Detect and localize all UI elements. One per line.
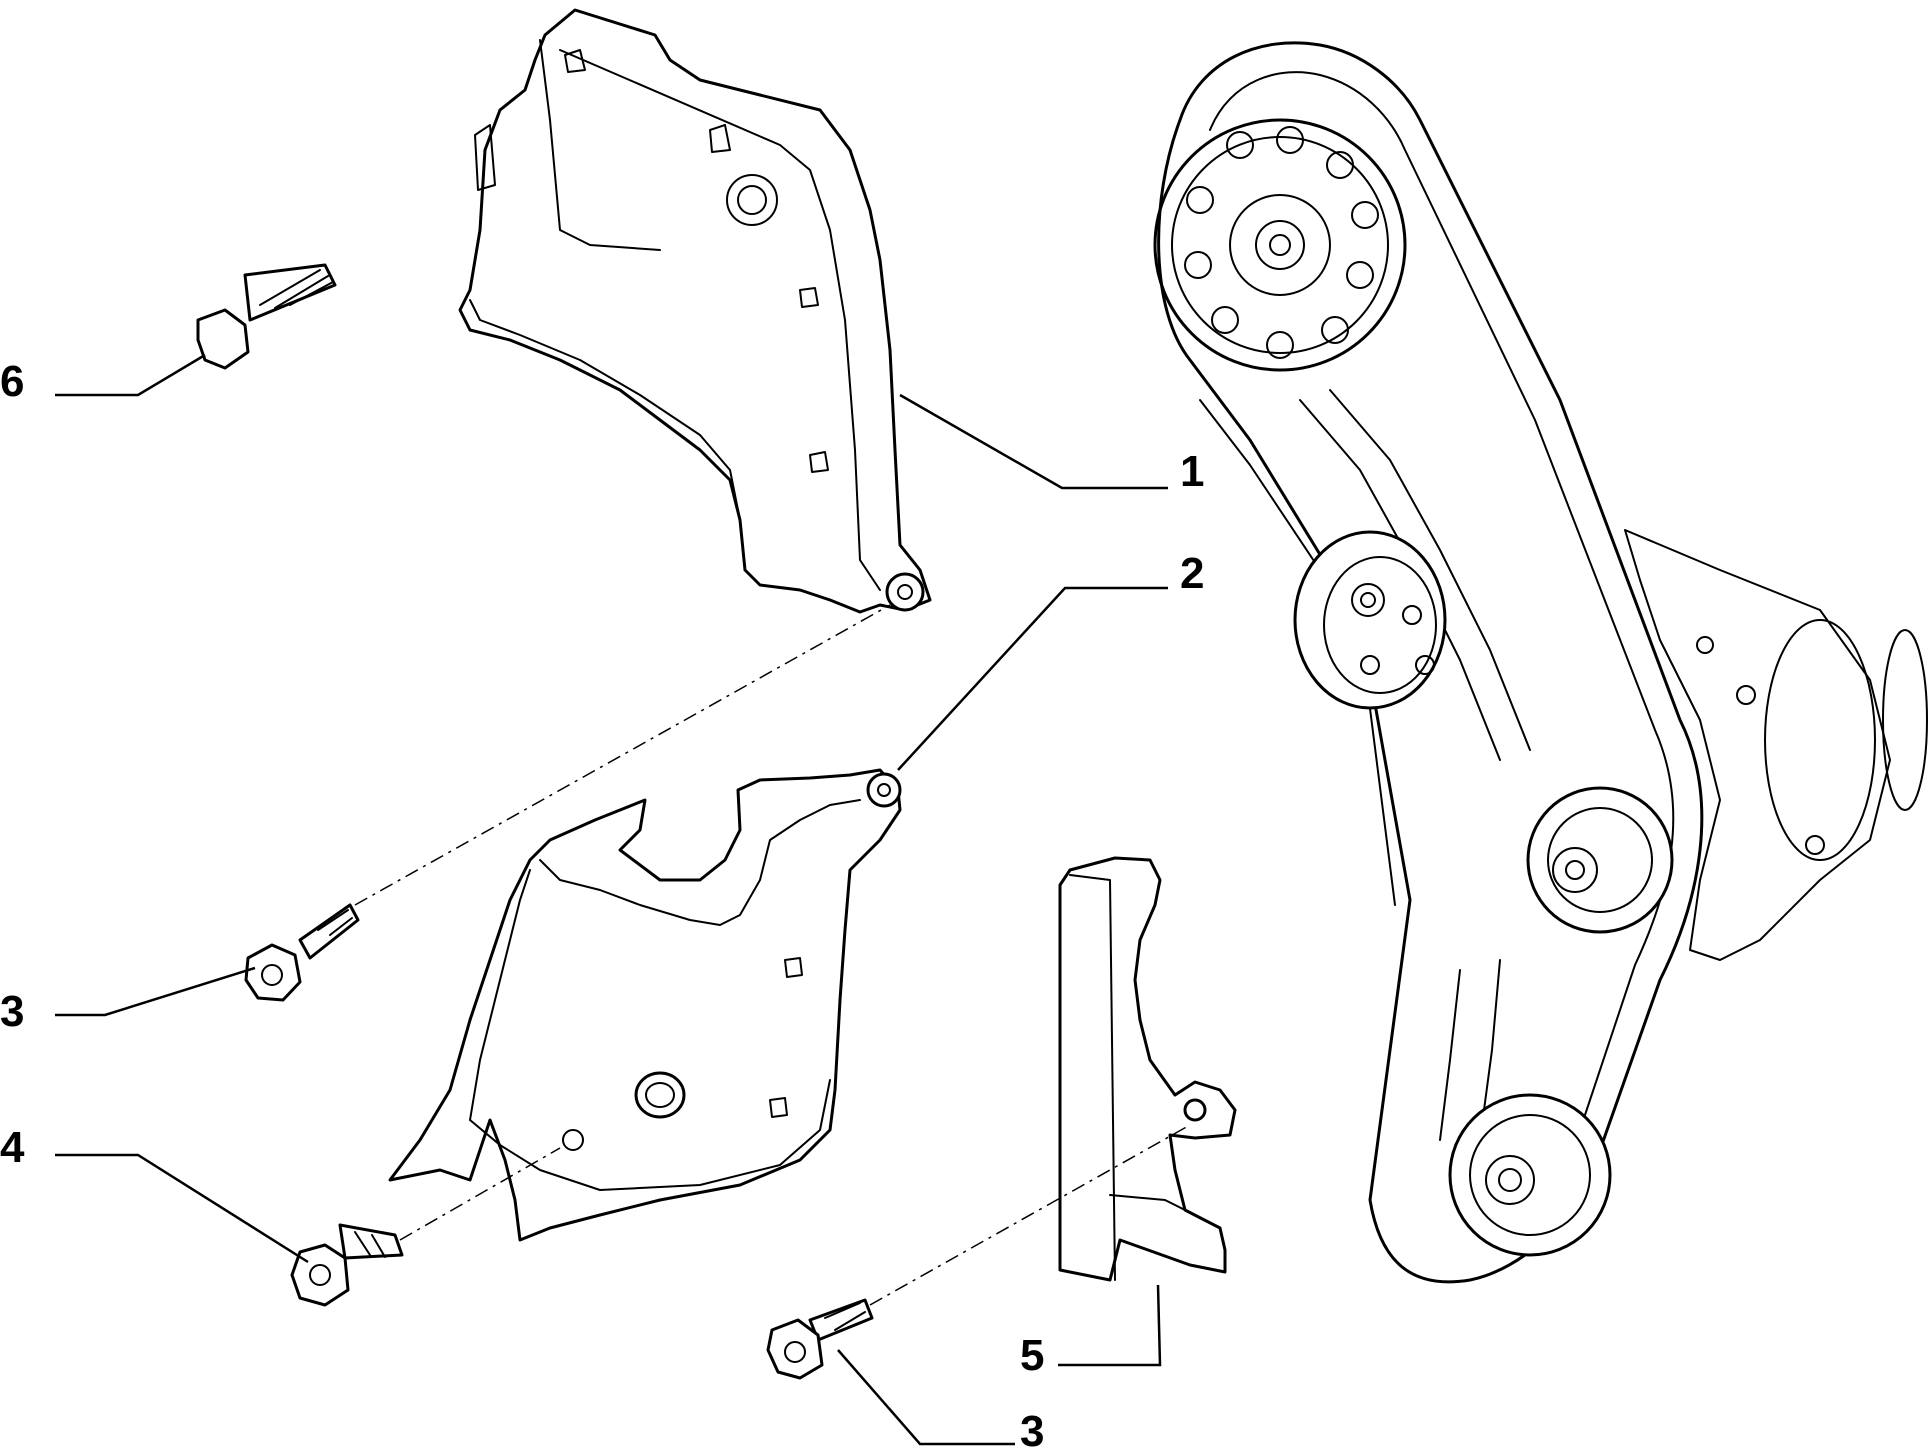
lower-timing-cover [388, 768, 902, 1242]
idler-pulley [1526, 786, 1674, 934]
bolt-3-upper [244, 903, 360, 1002]
leader-5 [1058, 1284, 1162, 1367]
leader-3b [837, 1349, 1015, 1446]
water-pump [1624, 529, 1928, 961]
callout-5: 5 [1020, 1331, 1044, 1380]
upper-timing-cover [458, 8, 932, 614]
callout-3-lower: 3 [1020, 1407, 1044, 1450]
callout-6: 6 [0, 357, 24, 406]
assembly-line-cover [399, 1147, 561, 1241]
callout-1: 1 [1180, 447, 1204, 496]
leader-6 [55, 353, 206, 397]
bolt-4 [290, 1223, 404, 1307]
bolt-6 [196, 263, 337, 370]
callout-2: 2 [1180, 549, 1204, 598]
bolt-3-lower [766, 1298, 874, 1380]
callout-3-upper: 3 [0, 987, 24, 1036]
leader-3a [55, 966, 256, 1017]
leader-4 [55, 1153, 309, 1264]
camshaft-pulley [1153, 118, 1407, 372]
timing-belt-assembly [1153, 41, 1928, 1284]
callout-4: 4 [0, 1123, 25, 1172]
cover-bracket [1058, 856, 1237, 1282]
crankshaft-pulley [1448, 1093, 1612, 1257]
leader-2 [897, 586, 1168, 771]
assembly-line-bracket [869, 1124, 1191, 1306]
tensioner-pulley [1293, 530, 1447, 710]
leader-1 [899, 393, 1168, 490]
